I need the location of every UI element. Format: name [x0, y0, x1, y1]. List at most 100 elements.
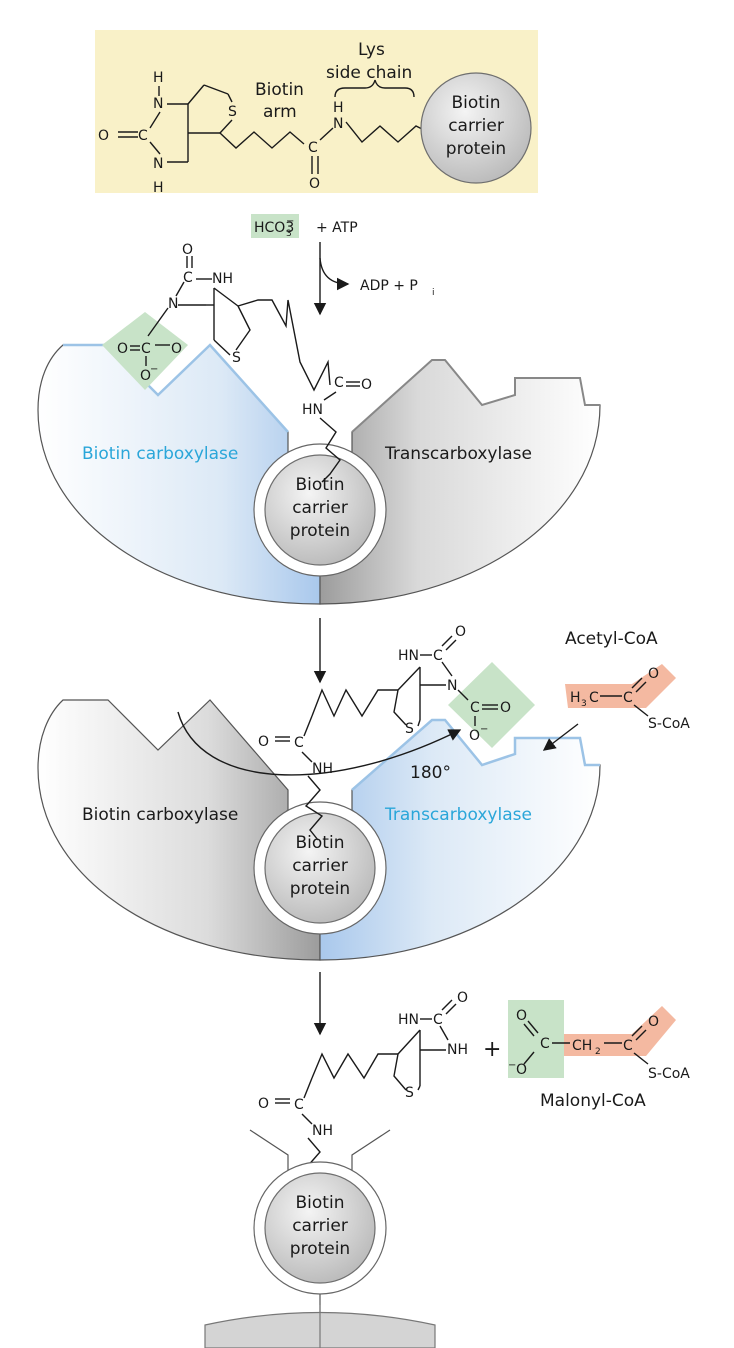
step1-reaction: HCO3 3 − + ATP ADP + P i — [251, 214, 435, 316]
acetyl-coa-label: Acetyl-CoA — [565, 629, 658, 649]
svg-text:O: O — [516, 1062, 527, 1078]
svg-text:NH: NH — [212, 271, 233, 287]
svg-text:C: C — [308, 140, 318, 156]
svg-text:NH: NH — [447, 1042, 468, 1058]
svg-text:carrier: carrier — [448, 116, 504, 136]
svg-text:−: − — [286, 216, 294, 227]
svg-text:i: i — [432, 288, 435, 298]
svg-text:3: 3 — [286, 229, 292, 239]
svg-text:HN: HN — [398, 648, 419, 664]
malonyl-carboxyl-highlight — [508, 1000, 564, 1078]
svg-text:NH: NH — [312, 1123, 333, 1139]
acetyl-arrow — [542, 723, 579, 751]
lys-brace — [334, 79, 415, 98]
svg-text:protein: protein — [290, 521, 350, 541]
biotin-carboxylase-label-2: Biotin carboxylase — [82, 805, 238, 825]
svg-text:Biotin: Biotin — [296, 1193, 345, 1213]
svg-text:protein: protein — [290, 879, 350, 899]
transcarboxylase-label-2: Transcarboxylase — [384, 805, 532, 825]
svg-text:Biotin: Biotin — [452, 93, 501, 113]
svg-text:N: N — [153, 96, 163, 112]
svg-text:C: C — [141, 341, 151, 357]
svg-text:O: O — [98, 128, 109, 144]
transcarboxylase-label-1: Transcarboxylase — [384, 444, 532, 464]
svg-text:H: H — [333, 100, 344, 116]
svg-text:O: O — [171, 341, 182, 357]
plus-atp: + ATP — [316, 220, 358, 236]
svg-text:carrier: carrier — [292, 498, 348, 518]
biotin-carboxylase-label-1: Biotin carboxylase — [82, 444, 238, 464]
acetyl-highlight — [565, 664, 676, 708]
svg-text:HN: HN — [302, 402, 323, 418]
carrier-protein-3 — [264, 1172, 376, 1284]
svg-text:NH: NH — [312, 761, 333, 777]
svg-text:O: O — [648, 666, 659, 682]
svg-text:C: C — [334, 375, 344, 391]
svg-text:−: − — [150, 364, 158, 375]
svg-text:O: O — [469, 728, 480, 744]
svg-text:C: C — [433, 648, 443, 664]
step1-side-arrow — [319, 257, 350, 291]
svg-text:O: O — [258, 1096, 269, 1112]
carrier-protein-1 — [264, 454, 376, 566]
svg-text:−: − — [508, 1060, 516, 1071]
svg-text:N: N — [153, 156, 163, 172]
rotation-label: 180° — [410, 763, 451, 783]
svg-text:O: O — [258, 734, 269, 750]
svg-text:O: O — [500, 700, 511, 716]
svg-text:C: C — [470, 700, 480, 716]
svg-text:protein: protein — [446, 139, 506, 159]
carboxyl-highlight-1 — [102, 312, 188, 390]
lys-label-1: Lys — [358, 40, 385, 60]
header-carrier-protein — [420, 72, 532, 184]
bicarbonate: HCO3 — [254, 220, 294, 236]
svg-text:2: 2 — [595, 1047, 601, 1057]
biotin-arm-label-2: arm — [263, 102, 297, 122]
svg-text:−: − — [480, 724, 488, 735]
svg-text:N: N — [168, 296, 178, 312]
svg-text:protein: protein — [290, 1239, 350, 1259]
svg-text:S-CoA: S-CoA — [648, 1066, 690, 1082]
svg-text:H: H — [153, 70, 164, 86]
svg-text:S: S — [232, 350, 241, 366]
malonyl-coa-label: Malonyl-CoA — [540, 1091, 646, 1111]
malonyl-acyl-highlight — [564, 1006, 676, 1056]
adp-pi: ADP + P — [360, 278, 418, 294]
svg-text:Biotin: Biotin — [296, 833, 345, 853]
svg-text:C: C — [623, 1038, 633, 1054]
panel2-enzyme-complex: Biotin carrier protein Biotin carboxylas… — [37, 624, 690, 961]
svg-text:O: O — [140, 368, 151, 384]
svg-text:C: C — [433, 1012, 443, 1028]
svg-text:H: H — [570, 690, 581, 706]
svg-text:C: C — [540, 1036, 550, 1052]
svg-text:N: N — [333, 116, 343, 132]
svg-text:O: O — [117, 341, 128, 357]
svg-text:S: S — [405, 1085, 414, 1101]
svg-text:C: C — [294, 1097, 304, 1113]
panel1-enzyme-complex: Biotin carrier protein Biotin carboxylas… — [37, 242, 601, 605]
svg-text:S: S — [405, 721, 414, 737]
svg-text:C: C — [623, 690, 633, 706]
panel3-product-release: C O HN NH S C O NH + O C O − CH 2 C — [204, 990, 690, 1348]
svg-text:carrier: carrier — [292, 1216, 348, 1236]
svg-text:S-CoA: S-CoA — [648, 716, 690, 732]
svg-text:carrier: carrier — [292, 856, 348, 876]
svg-text:HN: HN — [398, 1012, 419, 1028]
bicarbonate-highlight — [251, 214, 299, 238]
svg-text:C: C — [589, 690, 599, 706]
svg-text:O: O — [455, 624, 466, 640]
plus-sign: + — [483, 1037, 501, 1062]
svg-text:3: 3 — [581, 699, 587, 709]
lys-label-2: side chain — [326, 63, 412, 83]
svg-text:C: C — [294, 735, 304, 751]
svg-text:N: N — [447, 678, 457, 694]
svg-text:O: O — [182, 242, 193, 258]
rotation-arrow — [177, 711, 462, 776]
carrier-protein-2 — [264, 812, 376, 924]
svg-text:O: O — [309, 176, 320, 192]
svg-text:H: H — [153, 180, 164, 196]
svg-text:S: S — [228, 104, 237, 120]
svg-text:C: C — [138, 128, 148, 144]
svg-text:O: O — [516, 1008, 527, 1024]
